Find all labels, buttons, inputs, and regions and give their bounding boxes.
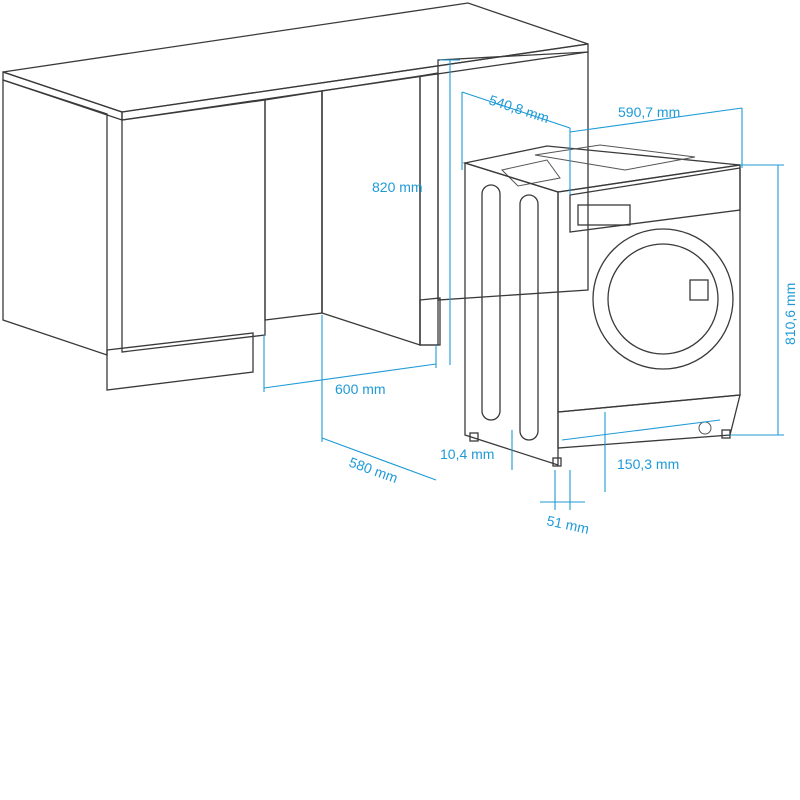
foot-front-left: [552, 457, 562, 467]
label-machine-height: 810,6 mm: [782, 283, 798, 345]
right-cabinet-front: [419, 72, 439, 346]
label-machine-depth: 540,8 mm: [487, 92, 551, 126]
label-machine-width: 590,7 mm: [618, 104, 680, 120]
side-vent-right: [519, 194, 539, 441]
dimension-labels: 540,8 mm 590,7 mm 820 mm 810,6 mm 600 mm…: [335, 92, 798, 537]
foot-front-right: [721, 429, 731, 439]
door-handle: [689, 279, 709, 301]
label-offset: 51 mm: [545, 512, 590, 537]
machine-top-panel: [534, 144, 696, 171]
niche-back-wall: [264, 90, 323, 321]
left-cabinet-door: [121, 99, 266, 353]
machine-side: [464, 162, 559, 466]
label-niche-height: 820 mm: [372, 179, 423, 195]
detergent-drawer: [577, 204, 631, 226]
right-cabinet-side: [321, 75, 421, 346]
machine-door-inner: [607, 243, 719, 355]
right-cabinet-face: [437, 51, 589, 301]
label-feet-height: 10,4 mm: [440, 446, 494, 462]
kitchen-cabinet: [2, 2, 589, 391]
control-panel: [569, 167, 741, 233]
side-vent-left: [481, 184, 501, 421]
left-cabinet-front: [2, 79, 108, 356]
label-plinth-height: 150,3 mm: [617, 456, 679, 472]
drain-filter: [698, 421, 712, 435]
machine-front: [557, 164, 741, 413]
machine-door-outer: [592, 228, 734, 370]
label-niche-depth: 580 mm: [347, 454, 400, 486]
machine-top-rim: [501, 159, 561, 187]
washing-machine: [462, 144, 741, 467]
machine-plinth: [557, 394, 741, 449]
right-plinth: [419, 297, 441, 346]
label-niche-width: 600 mm: [335, 381, 386, 397]
dimension-lines: [263, 59, 784, 510]
foot-back-left: [469, 432, 479, 442]
left-plinth: [106, 332, 254, 391]
